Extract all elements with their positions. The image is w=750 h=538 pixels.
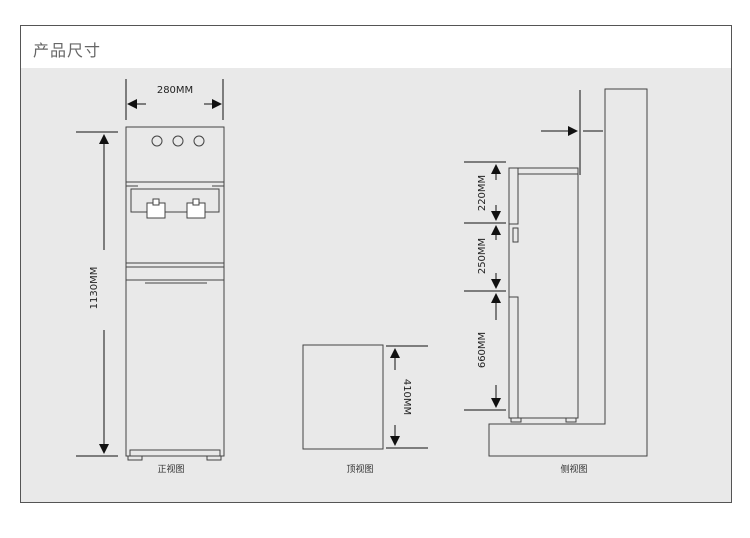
section-title: 产品尺寸 bbox=[33, 41, 102, 60]
dispenser-body bbox=[125, 126, 225, 457]
side-bottom-label: 660MM bbox=[477, 332, 488, 368]
depth-label: 410MM bbox=[401, 379, 412, 415]
faucet-recess bbox=[130, 188, 220, 213]
button-3-icon bbox=[193, 135, 205, 147]
top-view-label: 顶视图 bbox=[346, 463, 373, 475]
width-label: 280MM bbox=[157, 85, 193, 96]
height-label: 1130MM bbox=[89, 267, 100, 310]
side-dimensions bbox=[464, 161, 506, 411]
height-dimension bbox=[76, 131, 118, 457]
button-1-icon bbox=[151, 135, 163, 147]
front-view-label: 正视图 bbox=[157, 463, 184, 475]
button-2-icon bbox=[172, 135, 184, 147]
side-view-label: 侧视图 bbox=[560, 463, 587, 475]
side-top-label: 220MM bbox=[477, 175, 488, 211]
side-view bbox=[508, 167, 579, 423]
top-view bbox=[302, 344, 384, 450]
depth-dimension bbox=[386, 345, 428, 449]
header-bar: 产品尺寸 bbox=[21, 26, 731, 68]
width-dimension bbox=[125, 79, 224, 120]
front-view bbox=[125, 126, 225, 461]
side-middle-label: 250MM bbox=[477, 238, 488, 274]
wall-and-floor bbox=[488, 88, 648, 457]
wall-clearance bbox=[541, 90, 603, 175]
